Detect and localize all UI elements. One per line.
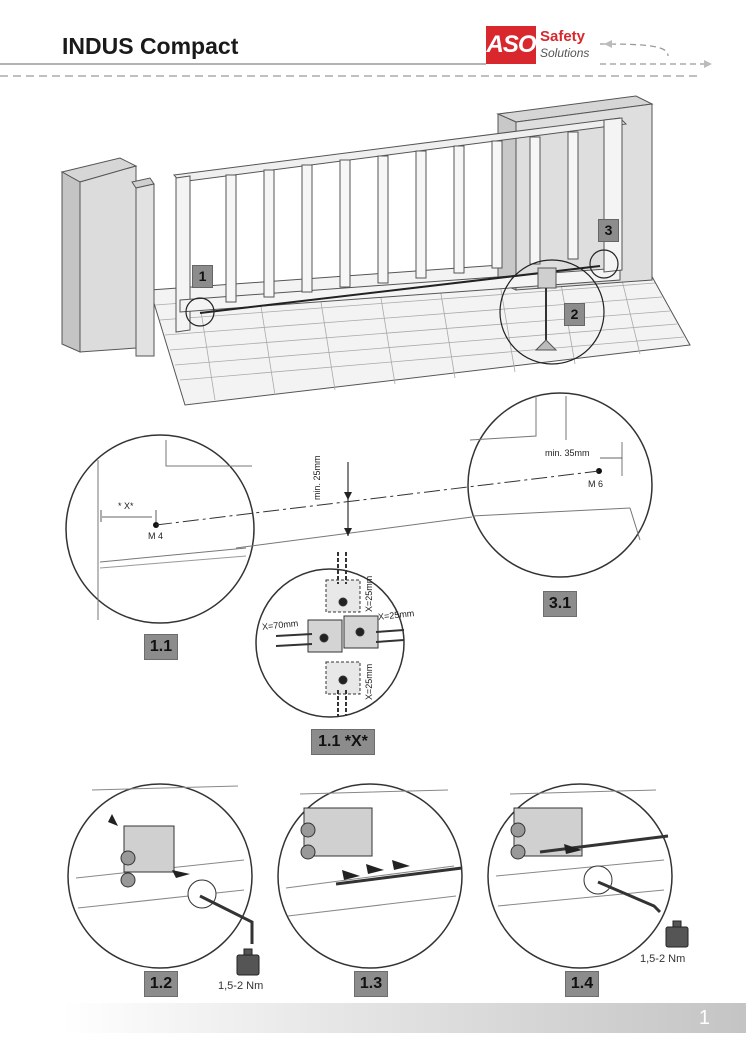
gate-illustration — [60, 95, 691, 406]
step-label-1-4: 1.4 — [565, 971, 599, 997]
logo-word-solutions: Solutions — [540, 46, 590, 60]
company-logo: ASO Safety Solutions — [486, 26, 598, 64]
dimension-m4: M 4 — [148, 531, 164, 541]
detail-circle-1-1 — [65, 434, 255, 624]
callout-3: 3 — [598, 219, 619, 242]
step-label-3-1: 3.1 — [543, 591, 577, 617]
torque-label-right: 1,5-2 Nm — [640, 953, 686, 965]
dimension-m6: M 6 — [588, 479, 604, 489]
logo-badge: ASO — [486, 26, 537, 64]
callout-2: 2 — [564, 303, 585, 326]
detail-circle-1-4 — [487, 783, 673, 969]
dimension-min-35: min. 35mm — [545, 448, 590, 458]
detail-circle-3-1 — [467, 392, 653, 578]
dimension-x25-bottom: X=25mm — [364, 663, 374, 700]
detail-circle-1-1-x — [255, 552, 405, 718]
logo-word-safety: Safety — [540, 28, 586, 45]
page-number: 1 — [698, 1007, 710, 1029]
dimension-x: * X* — [118, 501, 134, 511]
step-label-1-3: 1.3 — [354, 971, 388, 997]
header-rule — [0, 40, 712, 77]
step-label-1-1-x: 1.1 *X* — [311, 729, 375, 755]
footer-bar — [62, 1003, 746, 1033]
detail-circle-1-2 — [67, 783, 254, 969]
page-title: INDUS Compact — [62, 33, 239, 59]
step-label-1-2: 1.2 — [144, 971, 178, 997]
weight-icon — [236, 920, 689, 976]
callout-1: 1 — [192, 265, 213, 288]
detail-circle-1-3 — [277, 783, 463, 969]
torque-label-left: 1,5-2 Nm — [218, 980, 264, 992]
dimension-min-25: min. 25mm — [312, 455, 322, 500]
mounting-axis — [155, 462, 600, 549]
dimension-x25-top: X=25mm — [364, 575, 374, 612]
step-label-1-1: 1.1 — [144, 634, 178, 660]
